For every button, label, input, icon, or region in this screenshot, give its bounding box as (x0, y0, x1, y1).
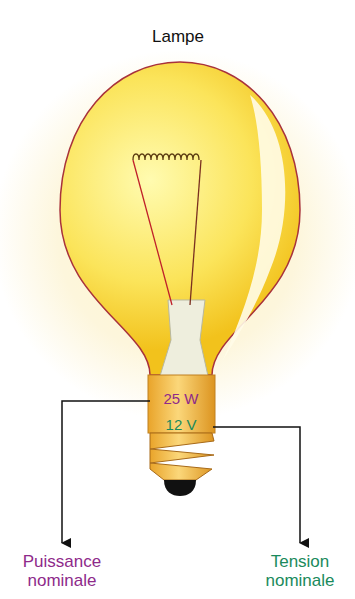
power-caption: Puissance nominale (7, 553, 117, 590)
lamp-base-collar (148, 375, 215, 433)
base-contact (164, 480, 196, 496)
screw-thread (150, 433, 214, 480)
power-rating: 25 W (150, 391, 212, 408)
filament-wire (133, 160, 172, 305)
glass-highlight (222, 95, 285, 362)
glass-stem (160, 300, 208, 376)
filament-wire (190, 160, 201, 305)
filament-coil (133, 154, 199, 160)
light-glow (0, 50, 355, 420)
lamp-title: Lampe (108, 28, 248, 47)
leader-line (62, 401, 150, 543)
bulb-glass (60, 62, 300, 375)
voltage-rating: 12 V (150, 417, 212, 434)
voltage-caption: Tension nominale (248, 553, 352, 590)
leader-line (213, 427, 300, 543)
